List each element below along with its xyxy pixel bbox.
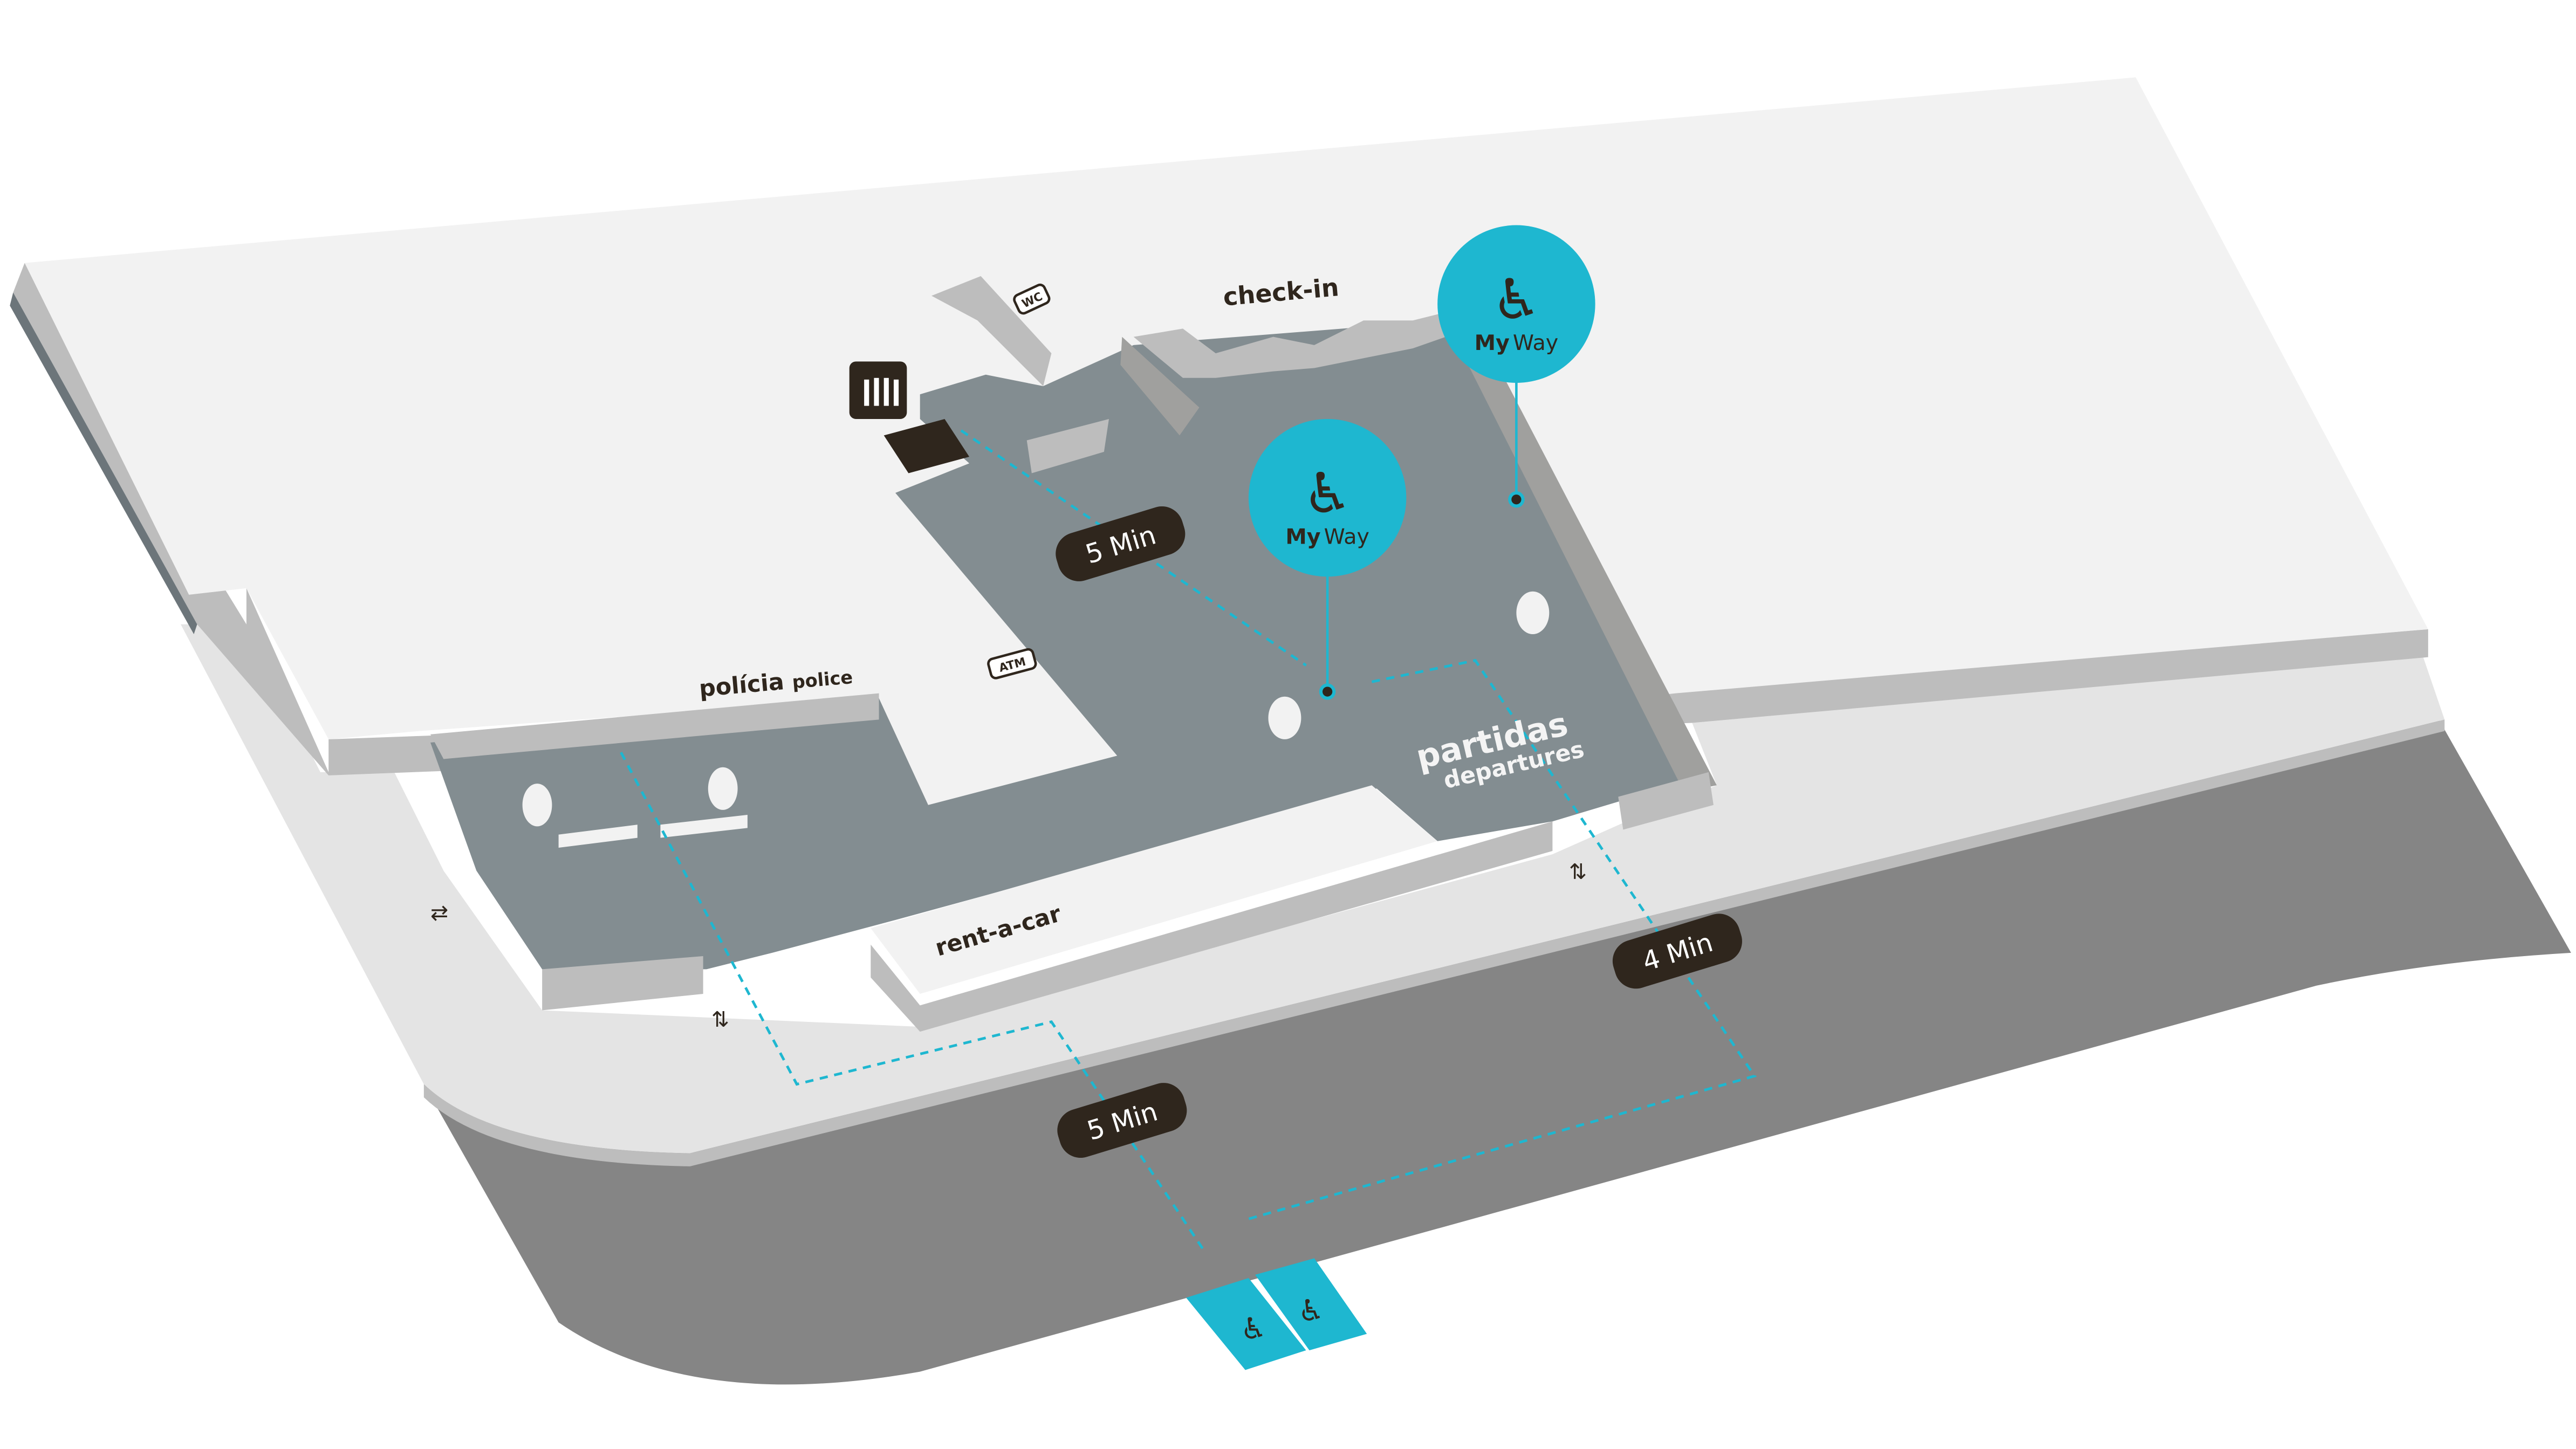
atm-icon: ATM [987,648,1037,679]
terminal-right-wall [1445,320,1717,792]
sidewalk [181,624,2445,1153]
elevator-door [883,418,970,473]
wall-front-left [542,956,703,1011]
wall-block [931,276,1052,387]
elevator-icon [849,361,907,419]
pillar [522,784,552,827]
road [423,706,2571,1385]
wall-front-right [1618,772,1714,830]
accessible-parking[interactable] [1186,1258,1367,1370]
wall-block [1026,418,1109,473]
direction-arrows-icon: ⇄ [430,901,448,925]
rent-a-car-counter-side [871,821,1553,1032]
pillar [1516,591,1550,634]
direction-arrows-icon: ⇅ [711,1007,729,1032]
check-in-desks [1133,312,1446,378]
rent-a-car-counter [871,785,1438,994]
wheelchair-icon: ♿ [1298,1293,1324,1328]
pillar [1268,696,1301,739]
wheelchair-icon: ♿ [1303,462,1353,526]
pillar [708,767,738,810]
wall-block [1120,337,1200,436]
route-right [1248,658,1757,1220]
wheelchair-icon: ♿ [1491,267,1542,332]
platform-left-wall [10,292,197,634]
walk-time-badge: 4 Min [1612,914,1742,989]
direction-arrows-icon: ⇅ [1569,860,1587,884]
police-wall [430,693,879,759]
bench [558,815,748,848]
wheelchair-icon: ♿ [1241,1311,1267,1346]
